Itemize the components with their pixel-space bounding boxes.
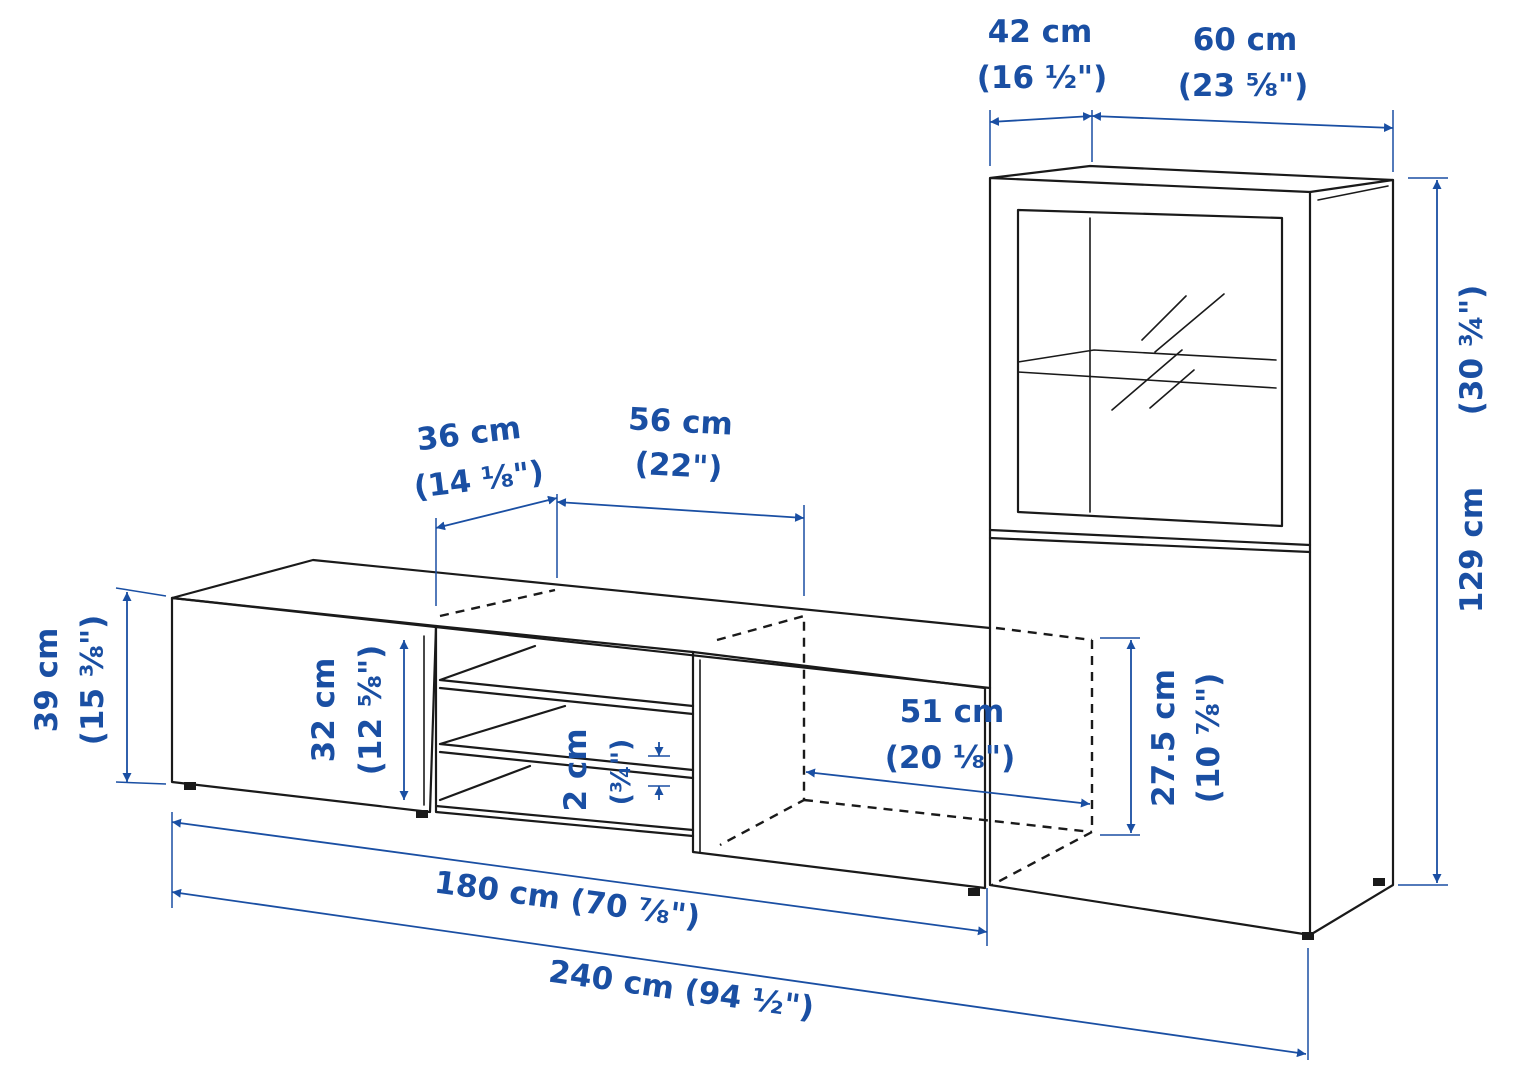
shelf-thickness-imperial: (¾") bbox=[606, 739, 637, 806]
cabinet-foot-back bbox=[1373, 878, 1385, 886]
bench-inner-width-metric: 56 cm bbox=[627, 401, 733, 442]
right-foot bbox=[968, 888, 980, 896]
glass-reflection bbox=[1111, 293, 1225, 411]
left-foot bbox=[184, 782, 196, 790]
cabinet-height-imperial: (30 ¾") bbox=[1454, 285, 1490, 416]
hidden-edges bbox=[439, 588, 1094, 887]
shelf-thickness-metric: 2 cm bbox=[558, 728, 594, 811]
left-drawer-front bbox=[170, 596, 438, 814]
bench-height-metric: 39 cm bbox=[29, 628, 65, 733]
upper-shelf bbox=[438, 644, 695, 716]
bench-top bbox=[170, 558, 992, 690]
cabinet-width-line bbox=[1091, 111, 1394, 133]
dimension-lines bbox=[115, 110, 1448, 1060]
bench-height-imperial: (15 ⅜") bbox=[75, 615, 111, 746]
bench-depth-line bbox=[435, 495, 558, 531]
mid-foot bbox=[416, 810, 428, 818]
cabinet-width-imperial: (23 ⅝") bbox=[1178, 68, 1309, 104]
bench-depth-metric: 36 cm bbox=[415, 410, 523, 458]
bench-depth-imperial: (14 ⅛") bbox=[412, 454, 546, 506]
bench-inner-width-line bbox=[556, 498, 805, 522]
cabinet-body bbox=[988, 164, 1395, 937]
cabinet-depth-metric: 42 cm bbox=[988, 14, 1093, 50]
total-width-line bbox=[171, 888, 1307, 1058]
inner-height-metric: 27.5 cm bbox=[1146, 669, 1182, 807]
inner-depth-metric: 51 cm bbox=[900, 694, 1005, 730]
furniture-outline bbox=[170, 164, 1395, 940]
cabinet-depth-imperial: (16 ½") bbox=[977, 60, 1108, 96]
lower-door bbox=[988, 536, 1312, 554]
inner-height-imperial: (10 ⅞") bbox=[1191, 673, 1227, 804]
drawer-height-imperial: (12 ⅝") bbox=[353, 645, 389, 776]
glass-door-frame bbox=[988, 208, 1312, 547]
dimension-labels: 42 cm (16 ½") 60 cm (23 ⅝") 36 cm (14 ⅛"… bbox=[29, 14, 1490, 1027]
cabinet-depth-line bbox=[989, 112, 1093, 126]
inner-depth-line bbox=[805, 768, 1091, 808]
inner-depth-imperial: (20 ⅛") bbox=[885, 740, 1016, 776]
drawer-height-metric: 32 cm bbox=[306, 658, 342, 763]
lower-shelf bbox=[438, 704, 695, 802]
cabinet-width-metric: 60 cm bbox=[1193, 22, 1298, 58]
cabinet-foot-front bbox=[1302, 932, 1314, 940]
cabinet-height-label: 129 cm bbox=[1454, 487, 1490, 613]
cabinet-side bbox=[1308, 178, 1395, 194]
bench-inner-width-imperial: (22") bbox=[634, 446, 723, 487]
